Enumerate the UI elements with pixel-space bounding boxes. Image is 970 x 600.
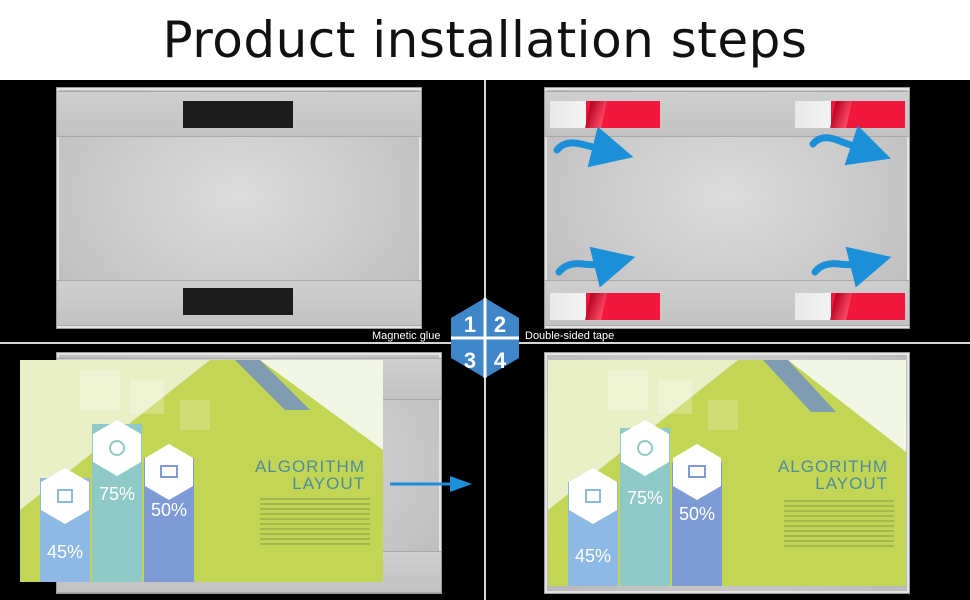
stat-icons: [41, 420, 193, 524]
tape-top-right: [795, 101, 905, 128]
poster-heading-line1: ALGORITHM: [254, 457, 365, 476]
right-arrow-icon: [390, 476, 472, 492]
stat-45: 45%: [574, 546, 612, 566]
bar-chart-icon: [569, 468, 617, 524]
poster-heading-line2: LAYOUT: [815, 474, 888, 493]
step-4-panel: 45% 75% 50% ALGORITHM LAYOUT: [486, 344, 970, 600]
monitor-chart-icon: [673, 444, 721, 500]
poster-heading: ALGORITHM LAYOUT: [778, 458, 888, 492]
poster-heading: ALGORITHM LAYOUT: [255, 458, 365, 492]
sign-holder: [56, 87, 422, 329]
caption-magnetic-glue: Magnetic glue: [372, 330, 441, 342]
stat-50: 50%: [150, 500, 188, 520]
step-number-2: 2: [494, 312, 506, 337]
step-number-4: 4: [494, 348, 507, 373]
step-2-panel: [486, 80, 970, 342]
tape-bottom-right: [795, 293, 905, 320]
stat-45: 45%: [46, 542, 84, 562]
refresh-icon: [93, 420, 141, 476]
tape-top-left: [550, 101, 660, 128]
stat-75: 75%: [626, 488, 664, 508]
stat-50: 50%: [678, 504, 716, 524]
poster-body-lines: [784, 500, 894, 550]
magnetic-strip-top: [183, 101, 293, 128]
bar-chart-icon: [41, 468, 89, 524]
step-badge: 1 2 3 4: [451, 298, 519, 378]
peel-arrows: [553, 125, 892, 288]
step-number-3: 3: [464, 348, 476, 373]
step-3-panel: 45% 75% 50% ALGORITHM LAYOUT: [0, 344, 484, 600]
magnetic-strip-bottom: [183, 288, 293, 315]
poster-installed: 45% 75% 50% ALGORITHM LAYOUT: [548, 360, 906, 586]
step-1-panel: [0, 80, 484, 342]
sign-holder: [544, 87, 910, 329]
tape-bottom-left: [550, 293, 660, 320]
title-bar: Product installation steps: [0, 0, 970, 80]
refresh-icon: [621, 420, 669, 476]
poster-heading-line2: LAYOUT: [292, 474, 365, 493]
curved-arrow-icon: [553, 125, 892, 288]
step-number-1: 1: [464, 312, 476, 337]
poster-heading-line1: ALGORITHM: [777, 457, 888, 476]
caption-double-sided-tape: Double-sided tape: [525, 330, 615, 342]
stat-icons: [569, 420, 721, 524]
page-title: Product installation steps: [162, 11, 808, 69]
stat-75: 75%: [98, 484, 136, 504]
poster-body-lines: [260, 498, 370, 548]
poster-insert: 45% 75% 50% ALGORITHM LAYOUT: [20, 360, 383, 582]
monitor-chart-icon: [145, 444, 193, 500]
